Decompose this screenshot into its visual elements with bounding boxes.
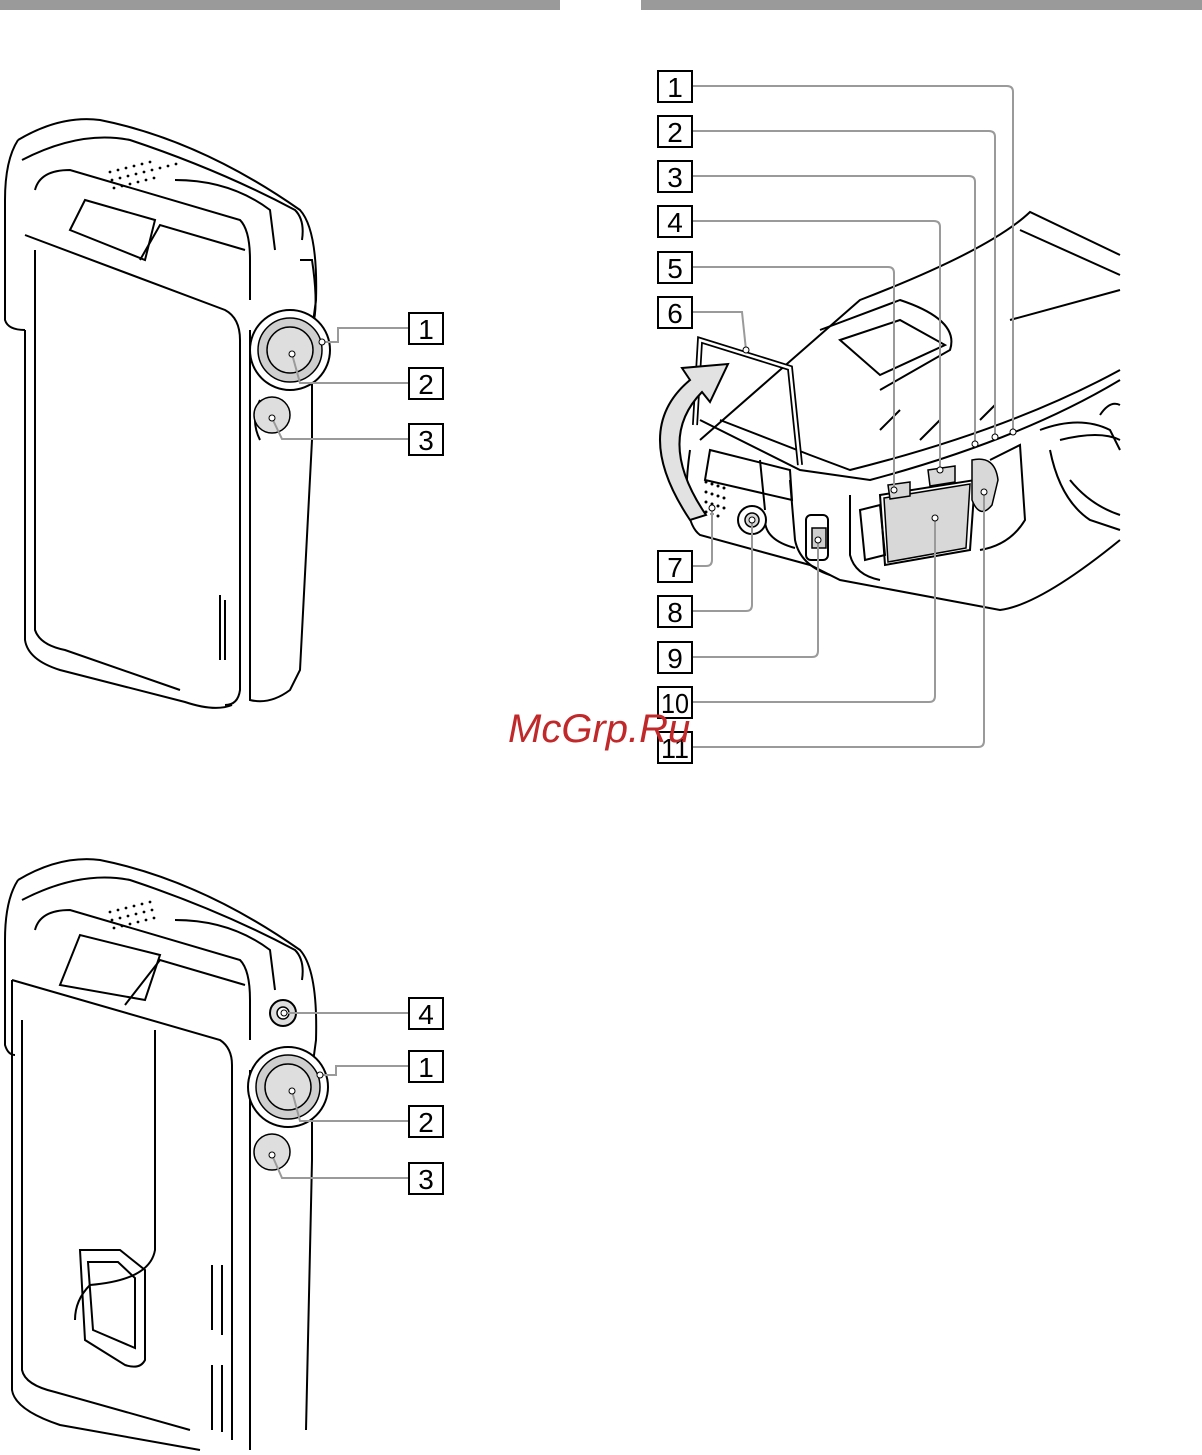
watermark-text: McGrp.Ru: [508, 707, 690, 751]
callout-right-1-label: 1: [667, 72, 683, 103]
callout-right-7: 7: [658, 551, 692, 583]
callout-top-3-label: 3: [418, 425, 434, 456]
header-bar-right: [641, 0, 1202, 10]
callout-bottom-3: 3: [409, 1163, 443, 1195]
callout-right-3-label: 3: [667, 162, 683, 193]
lens-assembly-top: [250, 310, 330, 433]
callout-bottom-2-label: 2: [418, 1107, 434, 1138]
callout-right-9-label: 9: [667, 643, 683, 674]
callout-top-2-label: 2: [418, 369, 434, 400]
callout-right-5: 5: [658, 252, 692, 284]
mic-grille-bottom-view: [705, 481, 726, 518]
callout-top-3: 3: [409, 424, 443, 456]
callout-right-5-label: 5: [667, 253, 683, 284]
battery-cover-region: [884, 459, 998, 562]
callout-top-1: 1: [409, 313, 443, 345]
speaker-grille-bottom: [109, 901, 156, 930]
callout-right-4-label: 4: [667, 207, 683, 238]
callout-right-8: 8: [658, 596, 692, 628]
callout-bottom-4-label: 4: [418, 999, 434, 1030]
callout-right-3: 3: [658, 161, 692, 193]
callout-bottom-1: 1: [409, 1051, 443, 1083]
callout-bottom-1-label: 1: [418, 1052, 434, 1083]
callout-bottom-4: 4: [409, 998, 443, 1030]
callout-right-8-label: 8: [667, 597, 683, 628]
callout-right-4: 4: [658, 206, 692, 238]
callout-bottom-2: 2: [409, 1106, 443, 1138]
callout-right-2: 2: [658, 116, 692, 148]
callout-right-7-label: 7: [667, 552, 683, 583]
callout-bottom-3-label: 3: [418, 1164, 434, 1195]
callout-right-1: 1: [658, 71, 692, 103]
leader-lines: [272, 86, 1013, 1178]
callout-right-6: 6: [658, 297, 692, 329]
callout-top-2: 2: [409, 368, 443, 400]
callout-right-6-label: 6: [667, 298, 683, 329]
header-bar-left: [0, 0, 560, 10]
callout-right-9: 9: [658, 642, 692, 674]
callout-right-2-label: 2: [667, 117, 683, 148]
callout-top-1-label: 1: [418, 314, 434, 345]
